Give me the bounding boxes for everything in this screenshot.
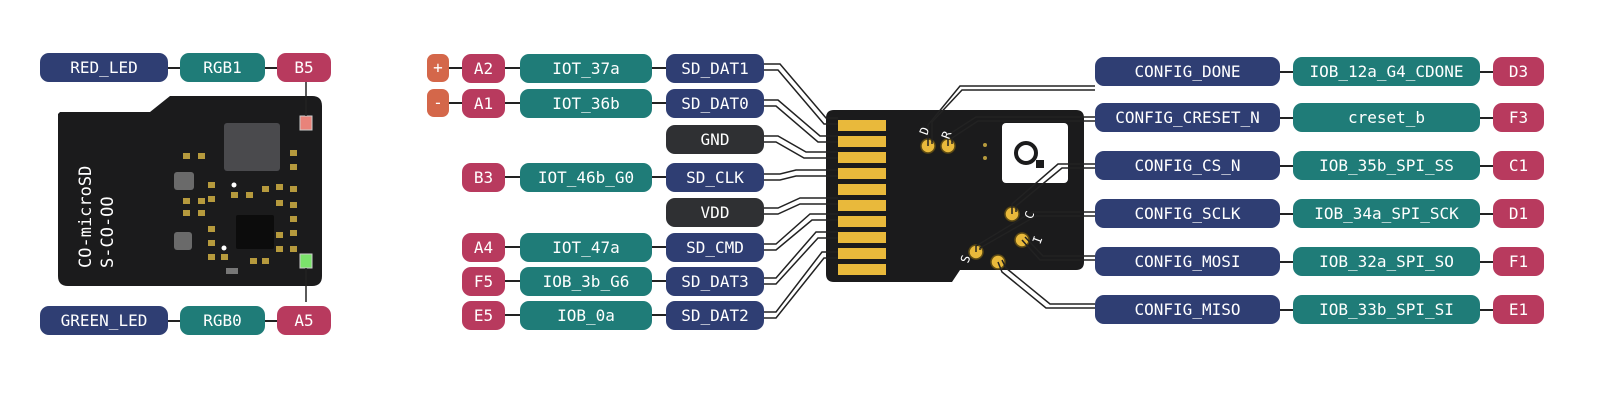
right-pin-label: C1 xyxy=(1493,151,1544,180)
left-iob-label: IOT_46b_G0 xyxy=(520,163,652,192)
right-iob-label: IOB_33b_SPI_SI xyxy=(1293,295,1480,324)
right-config-label: CONFIG_CRESET_N xyxy=(1095,103,1280,132)
left-iob-label: IOT_37a xyxy=(520,54,652,83)
left-sd-label: SD_DAT3 xyxy=(666,267,764,296)
left-pin-label: E5 xyxy=(462,301,505,330)
green-led-label: GREEN_LED xyxy=(40,306,168,335)
gnd-label: GND xyxy=(666,125,764,154)
left-connectors xyxy=(447,67,666,316)
green-led-component xyxy=(299,253,313,269)
sd-gold-fingers xyxy=(838,120,886,275)
board-silkscreen-line2: S-CO-OO xyxy=(98,196,118,268)
right-pin-label: F1 xyxy=(1493,247,1544,276)
vdd-label: VDD xyxy=(666,198,764,227)
right-config-label: CONFIG_SCLK xyxy=(1095,199,1280,228)
right-pin-label: F3 xyxy=(1493,103,1544,132)
chip-fpga xyxy=(236,215,274,249)
left-iob-label: IOT_47a xyxy=(520,233,652,262)
red-led-component xyxy=(299,115,313,131)
right-config-label: CONFIG_MISO xyxy=(1095,295,1280,324)
left-iob-label: IOB_3b_G6 xyxy=(520,267,652,296)
right-wires xyxy=(927,85,1095,309)
power-plus-sign: + xyxy=(427,54,449,82)
right-iob-label: IOB_32a_SPI_SO xyxy=(1293,247,1480,276)
board-silkscreen-line1: CO-microSD xyxy=(76,165,96,268)
left-pin-label: A4 xyxy=(462,233,505,262)
right-config-label: CONFIG_DONE xyxy=(1095,57,1280,86)
rgb0-label: RGB0 xyxy=(180,306,265,335)
left-sd-label: SD_DAT2 xyxy=(666,301,764,330)
rgb1-label: RGB1 xyxy=(180,53,265,82)
left-pin-label: F5 xyxy=(462,267,505,296)
right-config-label: CONFIG_CS_N xyxy=(1095,151,1280,180)
chip-large xyxy=(224,123,280,171)
pin-b5-label: B5 xyxy=(277,53,331,82)
right-config-label: CONFIG_MOSI xyxy=(1095,247,1280,276)
right-iob-label: IOB_35b_SPI_SS xyxy=(1293,151,1480,180)
left-sd-label: SD_DAT1 xyxy=(666,54,764,83)
right-iob-label: creset_b xyxy=(1293,103,1480,132)
right-iob-label: IOB_12a_G4_CDONE xyxy=(1293,57,1480,86)
right-board xyxy=(826,71,1493,311)
left-sd-label: SD_CLK xyxy=(666,163,764,192)
power-minus-sign: - xyxy=(427,89,449,117)
pin-a5-label: A5 xyxy=(277,306,331,335)
red-led-label: RED_LED xyxy=(40,53,168,82)
left-pin-label: A1 xyxy=(462,89,505,118)
left-wires xyxy=(764,63,838,319)
right-pin-label: D3 xyxy=(1493,57,1544,86)
right-pin-label: E1 xyxy=(1493,295,1544,324)
left-iob-label: IOT_36b xyxy=(520,89,652,118)
left-pin-label: B3 xyxy=(462,163,505,192)
right-pin-label: D1 xyxy=(1493,199,1544,228)
left-sd-label: SD_DAT0 xyxy=(666,89,764,118)
left-sd-label: SD_CMD xyxy=(666,233,764,262)
left-board xyxy=(58,67,322,322)
left-pin-label: A2 xyxy=(462,54,505,83)
left-iob-label: IOB_0a xyxy=(520,301,652,330)
right-iob-label: IOB_34a_SPI_SCK xyxy=(1293,199,1480,228)
